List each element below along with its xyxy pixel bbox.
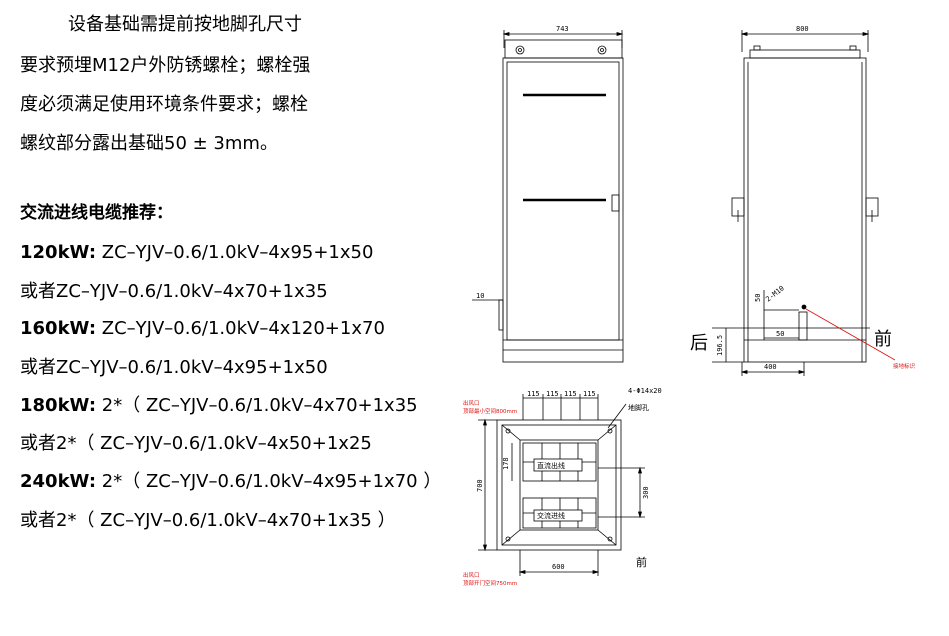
cable-spec: ZC–YJV–0.6/1.0kV–4x120+1x70 [96,318,385,339]
outlet-bot-2: 顶部开门空间750mm [463,579,517,587]
outlet-top-1: 出风口 [463,399,480,407]
cable-power: 120kW: [20,242,97,263]
cable-heading: 交流进线电缆推荐： [20,203,173,223]
ground-label: 接地标识 [893,362,916,370]
intro-line-2: 要求预埋M12户外防锈螺栓；螺栓强 [20,55,311,76]
outlet-bot-1: 出风口 [463,571,480,579]
dim-400: 400 [764,363,777,371]
holes-spec: 4-Φ14x20 [628,387,662,395]
intro-line-4: 螺纹部分露出基础50 ± 3mm。 [20,133,278,154]
cable-spec: ZC–YJV–0.6/1.0kV–4x95+1x50 [96,242,374,263]
base-front-label: 前 [636,555,647,569]
base-view: 出风口 顶部最小空间800mm 115 115 115 115 4-Φ14x20… [463,387,662,587]
cable-item: 或者ZC–YJV–0.6/1.0kV–4x70+1x35 [20,283,328,301]
dim-115-3: 115 [564,390,577,398]
rear-label: 后 [690,333,708,354]
dim-10: 10 [476,292,484,300]
cable-item: 160kW: ZC–YJV–0.6/1.0kV–4x120+1x70 [20,320,385,338]
cable-item: 或者ZC–YJV–0.6/1.0kV–4x95+1x50 [20,359,328,377]
outlet-top-2: 顶部最小空间800mm [463,407,517,415]
cable-spec: 2*（ ZC–YJV–0.6/1.0kV–4x70+1x35 [96,395,418,416]
dim-700: 700 [476,479,484,492]
dim-115-4: 115 [583,390,596,398]
dc-out-label: 直流出线 [537,461,565,470]
cable-power: 180kW: [20,395,97,416]
cable-item: 120kW: ZC–YJV–0.6/1.0kV–4x95+1x50 [20,244,373,262]
bolt-label: 2-M10 [764,284,786,303]
cable-item: 180kW: 2*（ ZC–YJV–0.6/1.0kV–4x70+1x35 [20,397,418,415]
dim-50-horiz: 50 [776,330,784,338]
cable-spec: 或者ZC–YJV–0.6/1.0kV–4x70+1x35 [20,281,328,302]
cable-spec: 或者2*（ ZC–YJV–0.6/1.0kV–4x50+1x25 [20,433,372,454]
cable-spec: 或者2*（ ZC–YJV–0.6/1.0kV–4x70+1x35 ） [20,510,396,531]
side-view: 800 50 2-M10 50 196.5 后 前 接地标识 400 [690,25,916,376]
intro-line-1: 设备基础需提前按地脚孔尺寸 [68,14,302,35]
front-view: 743 10 [472,25,624,363]
front-label: 前 [874,329,892,350]
ac-in-label: 交流进线 [537,511,565,520]
cable-spec: 或者ZC–YJV–0.6/1.0kV–4x95+1x50 [20,357,328,378]
dim-115-2: 115 [546,390,559,398]
dim-800: 800 [796,25,809,33]
dim-600: 600 [552,563,565,571]
dim-115-1: 115 [527,390,540,398]
dim-743: 743 [556,25,569,33]
cable-power: 240kW: [20,471,97,492]
cable-item: 240kW: 2*（ ZC–YJV–0.6/1.0kV–4x95+1x70 ） [20,473,441,491]
cable-power: 160kW: [20,318,97,339]
dim-300: 300 [642,486,650,499]
dim-196: 196.5 [716,335,724,356]
cable-spec: 2*（ ZC–YJV–0.6/1.0kV–4x95+1x70 ） [96,471,442,492]
dim-50-vert: 50 [754,294,762,302]
intro-line-3: 度必须满足使用环境条件要求；螺栓 [20,94,308,115]
cable-item: 或者2*（ ZC–YJV–0.6/1.0kV–4x70+1x35 ） [20,512,396,530]
cable-item: 或者2*（ ZC–YJV–0.6/1.0kV–4x50+1x25 [20,435,372,453]
dim-178: 178 [502,457,510,470]
foot-hole-label: 地脚孔 [628,403,649,412]
